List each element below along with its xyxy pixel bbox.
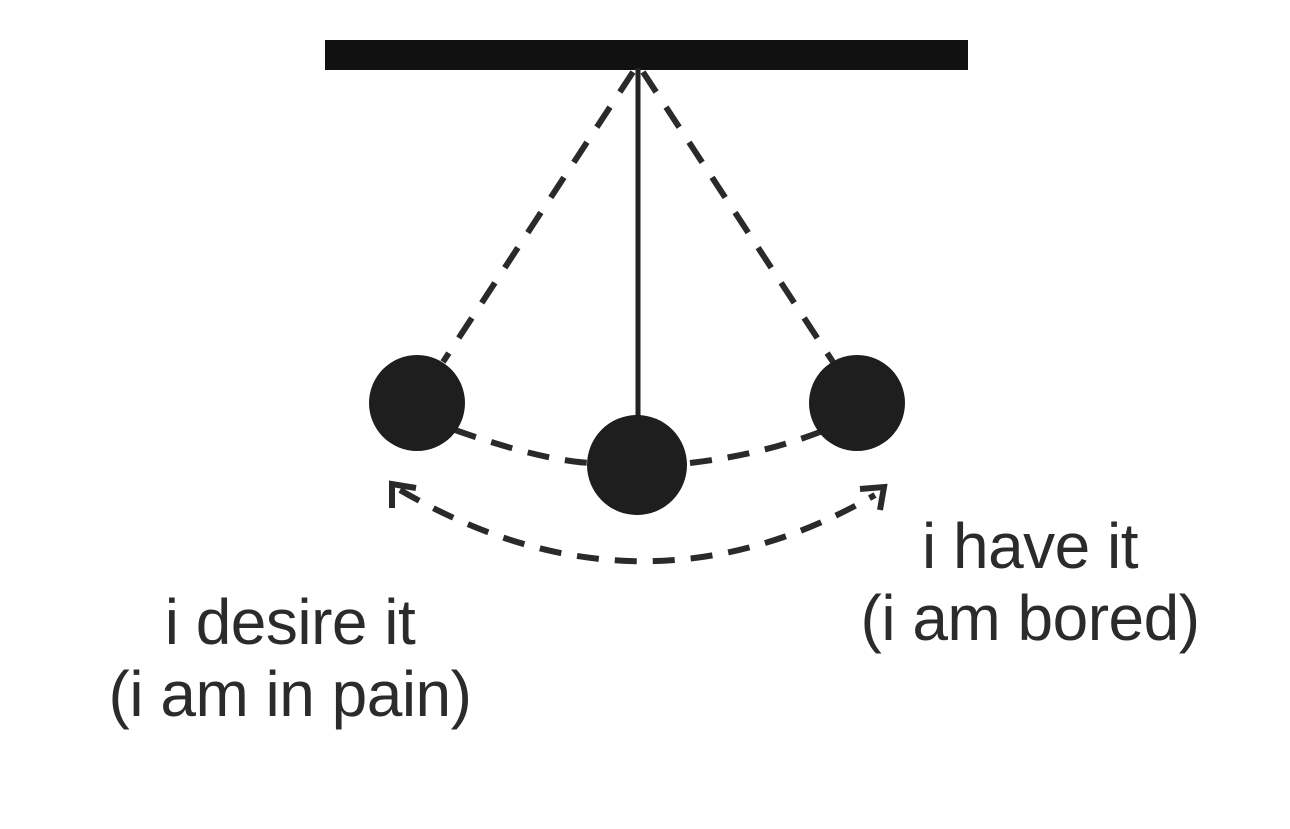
have-label-line1: i have it xyxy=(921,510,1139,582)
desire-label-line2: (i am in pain) xyxy=(108,658,472,730)
left-dashed-string xyxy=(440,70,636,364)
left-arrowhead-icon xyxy=(389,480,417,508)
ceiling-bar xyxy=(325,40,968,70)
desire-label-line1: i desire it xyxy=(164,586,416,658)
center-bob xyxy=(587,415,687,515)
right-arrowhead-icon xyxy=(859,483,888,511)
right-dashed-string xyxy=(640,70,836,364)
outer-swing-arc xyxy=(398,487,877,565)
have-label: i have it (i am bored) xyxy=(795,510,1265,654)
left-bob xyxy=(369,355,465,451)
inner-swing-arc-right xyxy=(689,429,822,466)
right-bob xyxy=(809,355,905,451)
desire-label: i desire it (i am in pain) xyxy=(40,586,540,730)
have-label-line2: (i am bored) xyxy=(860,582,1201,654)
inner-swing-arc xyxy=(454,427,591,466)
